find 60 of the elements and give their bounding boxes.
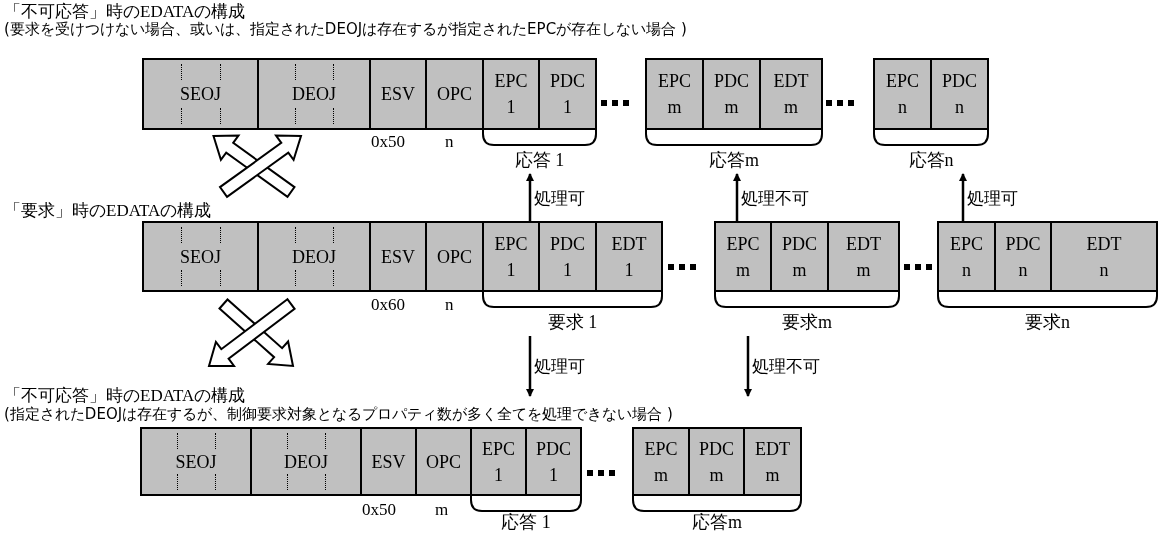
field-cell: ESV <box>360 427 417 496</box>
arrow <box>526 336 534 397</box>
arrow <box>744 336 752 397</box>
field-cell: SEOJ <box>140 427 252 496</box>
section-heading: 「不可応答」時のEDATAの構成 <box>4 385 246 406</box>
field-cell: SEOJ <box>142 221 259 292</box>
field-cell: PDC n <box>930 58 989 130</box>
note-text: (指定されたDEOJは存在するが、制御要求対象となるプロパティ数が多く全てを処理できない場合 ) <box>4 405 673 424</box>
field-cell: EPC 1 <box>470 427 527 496</box>
field-cell: EPC m <box>645 58 704 130</box>
brace-label: 要求 1 <box>482 292 663 334</box>
brace-label: 応答n <box>873 130 989 172</box>
arrow <box>733 173 741 221</box>
field-cell: DEOJ <box>250 427 362 496</box>
block-arrow <box>207 297 296 367</box>
brace-label: 応答 1 <box>470 496 582 534</box>
edge-label: 処理不可 <box>752 355 820 378</box>
field-cell: EPC 1 <box>482 58 540 130</box>
field-cell: EPC m <box>714 221 772 292</box>
field-cell: EDT m <box>827 221 900 292</box>
field-value: n <box>445 295 454 315</box>
field-cell: OPC <box>415 427 472 496</box>
field-cell: EPC n <box>937 221 996 292</box>
section-heading: 「要求」時のEDATAの構成 <box>4 200 212 222</box>
field-cell: PDC 1 <box>538 221 597 292</box>
brace-label: 要求m <box>714 292 900 334</box>
field-cell: DEOJ <box>257 221 371 292</box>
edge-label: 処理可 <box>534 355 585 378</box>
field-value: 0x60 <box>371 295 405 315</box>
field-cell: EDT m <box>759 58 823 130</box>
arrow <box>959 173 967 221</box>
field-cell: PDC 1 <box>538 58 597 130</box>
field-cell: OPC <box>425 58 484 130</box>
brace-label: 応答m <box>645 130 823 172</box>
field-cell: PDC m <box>688 427 745 496</box>
field-cell: ESV <box>369 221 427 292</box>
field-value: m <box>435 500 449 520</box>
field-value: 0x50 <box>362 500 396 520</box>
field-cell: EDT m <box>743 427 802 496</box>
field-cell: PDC n <box>994 221 1052 292</box>
field-cell: PDC m <box>702 58 761 130</box>
arrow <box>526 173 534 221</box>
field-cell: EPC m <box>632 427 690 496</box>
note-text: (要求を受けつけない場合、或いは、指定されたDEOJは存在するが指定されたEPCが存在しない場合 ) <box>4 20 687 39</box>
field-cell: EDT n <box>1050 221 1158 292</box>
brace-label: 応答 1 <box>482 130 597 172</box>
field-value: 0x50 <box>371 132 405 152</box>
field-cell: DEOJ <box>257 58 371 130</box>
field-cell: PDC m <box>770 221 829 292</box>
field-cell: ESV <box>369 58 427 130</box>
brace-label: 要求n <box>937 292 1158 334</box>
field-cell: EPC n <box>873 58 932 130</box>
field-cell: OPC <box>425 221 484 292</box>
brace-label: 応答m <box>632 496 802 534</box>
field-cell: PDC 1 <box>525 427 582 496</box>
field-cell: EDT 1 <box>595 221 663 292</box>
field-cell: EPC 1 <box>482 221 540 292</box>
field-cell: SEOJ <box>142 58 259 130</box>
section-heading: 「不可応答」時のEDATAの構成 <box>4 1 246 21</box>
field-value: n <box>445 132 454 152</box>
